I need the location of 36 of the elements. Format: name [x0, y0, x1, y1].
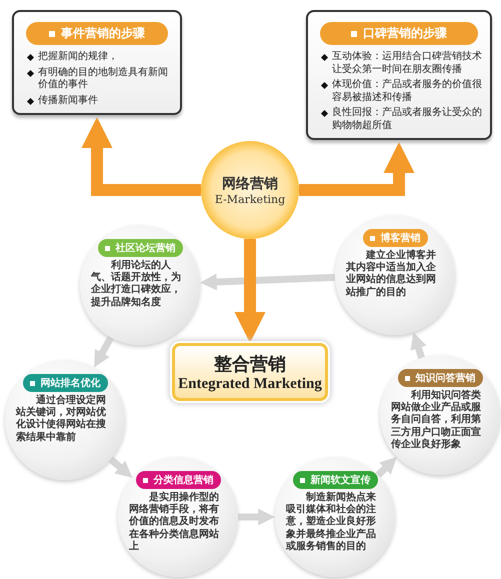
- arrow: [410, 332, 426, 359]
- arrow: [94, 336, 114, 368]
- description: 制造新闻热点来吸引媒体和社会的注意，塑造企业良好形象并最终推企业产品或服务销售的目的: [286, 492, 377, 553]
- arrow: [376, 456, 397, 478]
- arrow: [81, 117, 201, 196]
- bullet-text: 良性回报：产品或者服务让受众的购物物超所值: [332, 107, 482, 132]
- description: 利用知识问答类网站做企业产品或服务自问自答，利用第三方用户口吻正面宣传企业良好形象: [391, 390, 482, 451]
- heading: 新闻软文宣传: [310, 473, 370, 487]
- heading: 口碑营销的步骤: [363, 25, 447, 42]
- title: 整合营销: [214, 352, 286, 376]
- description: 建立企业博客并其内容中适当加入企业网站的信息达到网站推广的目的: [346, 250, 437, 299]
- bullet-text: 有明确的目的地制造具有新闻价值的事件: [38, 66, 169, 92]
- description: 是实用操作型的网络营销手段，将有价值的信息及时发布在各种分类信息网站上: [129, 492, 220, 553]
- title: 网络营销: [222, 174, 278, 192]
- arrow: [238, 508, 275, 526]
- subtitle: Entegrated Marketing: [178, 376, 322, 392]
- arrow: [108, 456, 132, 478]
- heading: 事件营销的步骤: [61, 25, 145, 42]
- steps-card: [306, 10, 492, 140]
- heading: 知识问答营销: [416, 372, 476, 385]
- description: 利用论坛的人气、话题开放性，为企业打造口碑效应，提升品牌知名度: [91, 260, 182, 309]
- bullet-text: 传播新闻事件: [38, 94, 98, 107]
- heading: 社区论坛营销: [116, 242, 176, 255]
- bullet-text: 体现价值：产品或者服务的价值很容易被描述和传播: [332, 79, 482, 104]
- heading: 分类信息营销: [154, 474, 214, 487]
- core-box: [172, 343, 328, 401]
- arrow: [234, 239, 266, 343]
- subtitle: E-Marketing: [214, 192, 286, 206]
- bullet-text: 把握新闻的规律，: [38, 51, 118, 64]
- heading: 博客营销: [380, 231, 420, 245]
- bullet-text: 互动体验：运用结合口碑营销技术让受众第一时间在朋友圈传播: [332, 51, 482, 76]
- steps-card: [12, 10, 182, 115]
- arrow: [200, 274, 336, 290]
- description: 通过合理设定网站关键词，对网站优化设计使得网站在搜索结果中靠前: [16, 395, 107, 444]
- arrow: [299, 142, 415, 196]
- heading: 网站排名优化: [40, 376, 100, 390]
